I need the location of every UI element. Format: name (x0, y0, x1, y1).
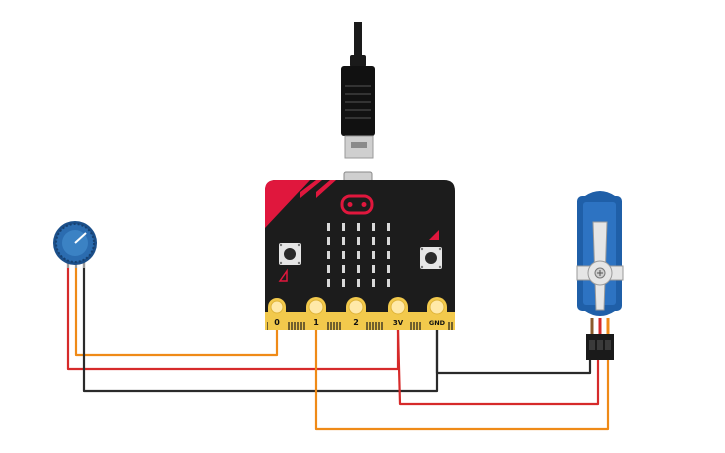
pin-0[interactable]: 0 (268, 298, 286, 330)
pin-3v[interactable]: 3V (388, 297, 408, 330)
pin-0-label: 0 (274, 318, 280, 327)
button-a[interactable] (279, 243, 301, 265)
microbit-board: 0 1 2 3V GND (265, 171, 455, 330)
button-b-label-icon (429, 230, 439, 240)
board-accent (265, 180, 310, 228)
servo-motor-icon[interactable] (576, 191, 624, 360)
button-b[interactable] (420, 247, 442, 269)
wire-pot-to-pin0[interactable] (74, 262, 279, 357)
button-a-label-icon (278, 268, 288, 282)
microbit-logo (340, 194, 374, 215)
pin-2[interactable]: 2 (346, 297, 366, 330)
pin-gnd-label: GND (429, 319, 446, 327)
wire-pin1-to-servo-signal[interactable] (314, 330, 610, 431)
pin-1[interactable]: 1 (306, 297, 326, 330)
wire-gnd-to-servo-ground[interactable] (435, 330, 592, 375)
pin-1-label: 1 (313, 318, 319, 327)
wire-3v-to-servo-power[interactable] (396, 329, 600, 406)
wires (66, 262, 610, 431)
pin-gnd[interactable]: GND (427, 297, 447, 330)
pin-2-label: 2 (353, 318, 359, 327)
usb-cable-icon (341, 22, 375, 159)
led-matrix (327, 223, 390, 287)
potentiometer-icon[interactable] (53, 221, 97, 268)
pin-3v-label: 3V (393, 319, 404, 327)
